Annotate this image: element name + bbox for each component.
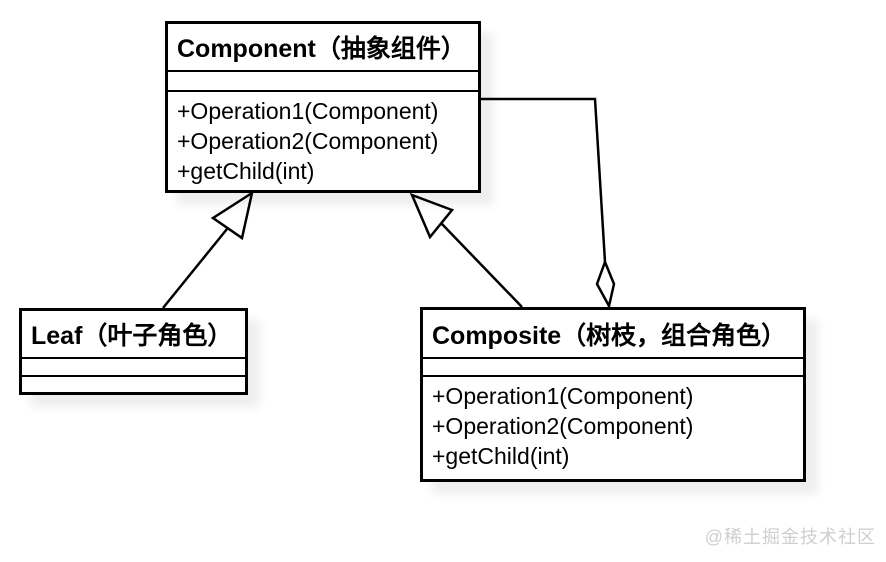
leaf-attributes-compartment xyxy=(22,359,245,377)
composite-attributes-compartment xyxy=(423,359,803,377)
hollow-diamond-icon xyxy=(595,258,616,310)
method-row: +getChild(int) xyxy=(432,443,570,469)
aggregation-component-to-composite xyxy=(481,97,616,310)
class-box-composite: Composite（树枝，组合角色） +Operation1(Component… xyxy=(420,307,806,482)
watermark-text: @稀土掘金技术社区 xyxy=(704,527,876,547)
leaf-methods-compartment xyxy=(22,377,245,392)
component-attributes-compartment xyxy=(168,72,478,92)
class-title-composite: Composite（树枝，组合角色） xyxy=(423,310,803,359)
class-title-component: Component（抽象组件） xyxy=(168,24,478,72)
hollow-triangle-icon xyxy=(409,192,455,240)
hollow-triangle-icon xyxy=(210,190,254,241)
composite-methods-compartment: +Operation1(Component) +Operation2(Compo… xyxy=(423,377,803,479)
class-box-leaf: Leaf（叶子角色） xyxy=(19,308,248,395)
class-box-component: Component（抽象组件） +Operation1(Component) +… xyxy=(165,21,481,193)
method-row: +Operation1(Component) xyxy=(432,383,694,409)
generalization-composite-to-component xyxy=(409,192,523,308)
method-row: +Operation2(Component) xyxy=(177,128,439,154)
method-row: +Operation1(Component) xyxy=(177,98,439,124)
component-methods-compartment: +Operation1(Component) +Operation2(Compo… xyxy=(168,92,478,190)
class-title-leaf: Leaf（叶子角色） xyxy=(22,311,245,359)
method-row: +Operation2(Component) xyxy=(432,413,694,439)
generalization-leaf-to-component xyxy=(162,190,254,309)
method-row: +getChild(int) xyxy=(177,158,315,184)
